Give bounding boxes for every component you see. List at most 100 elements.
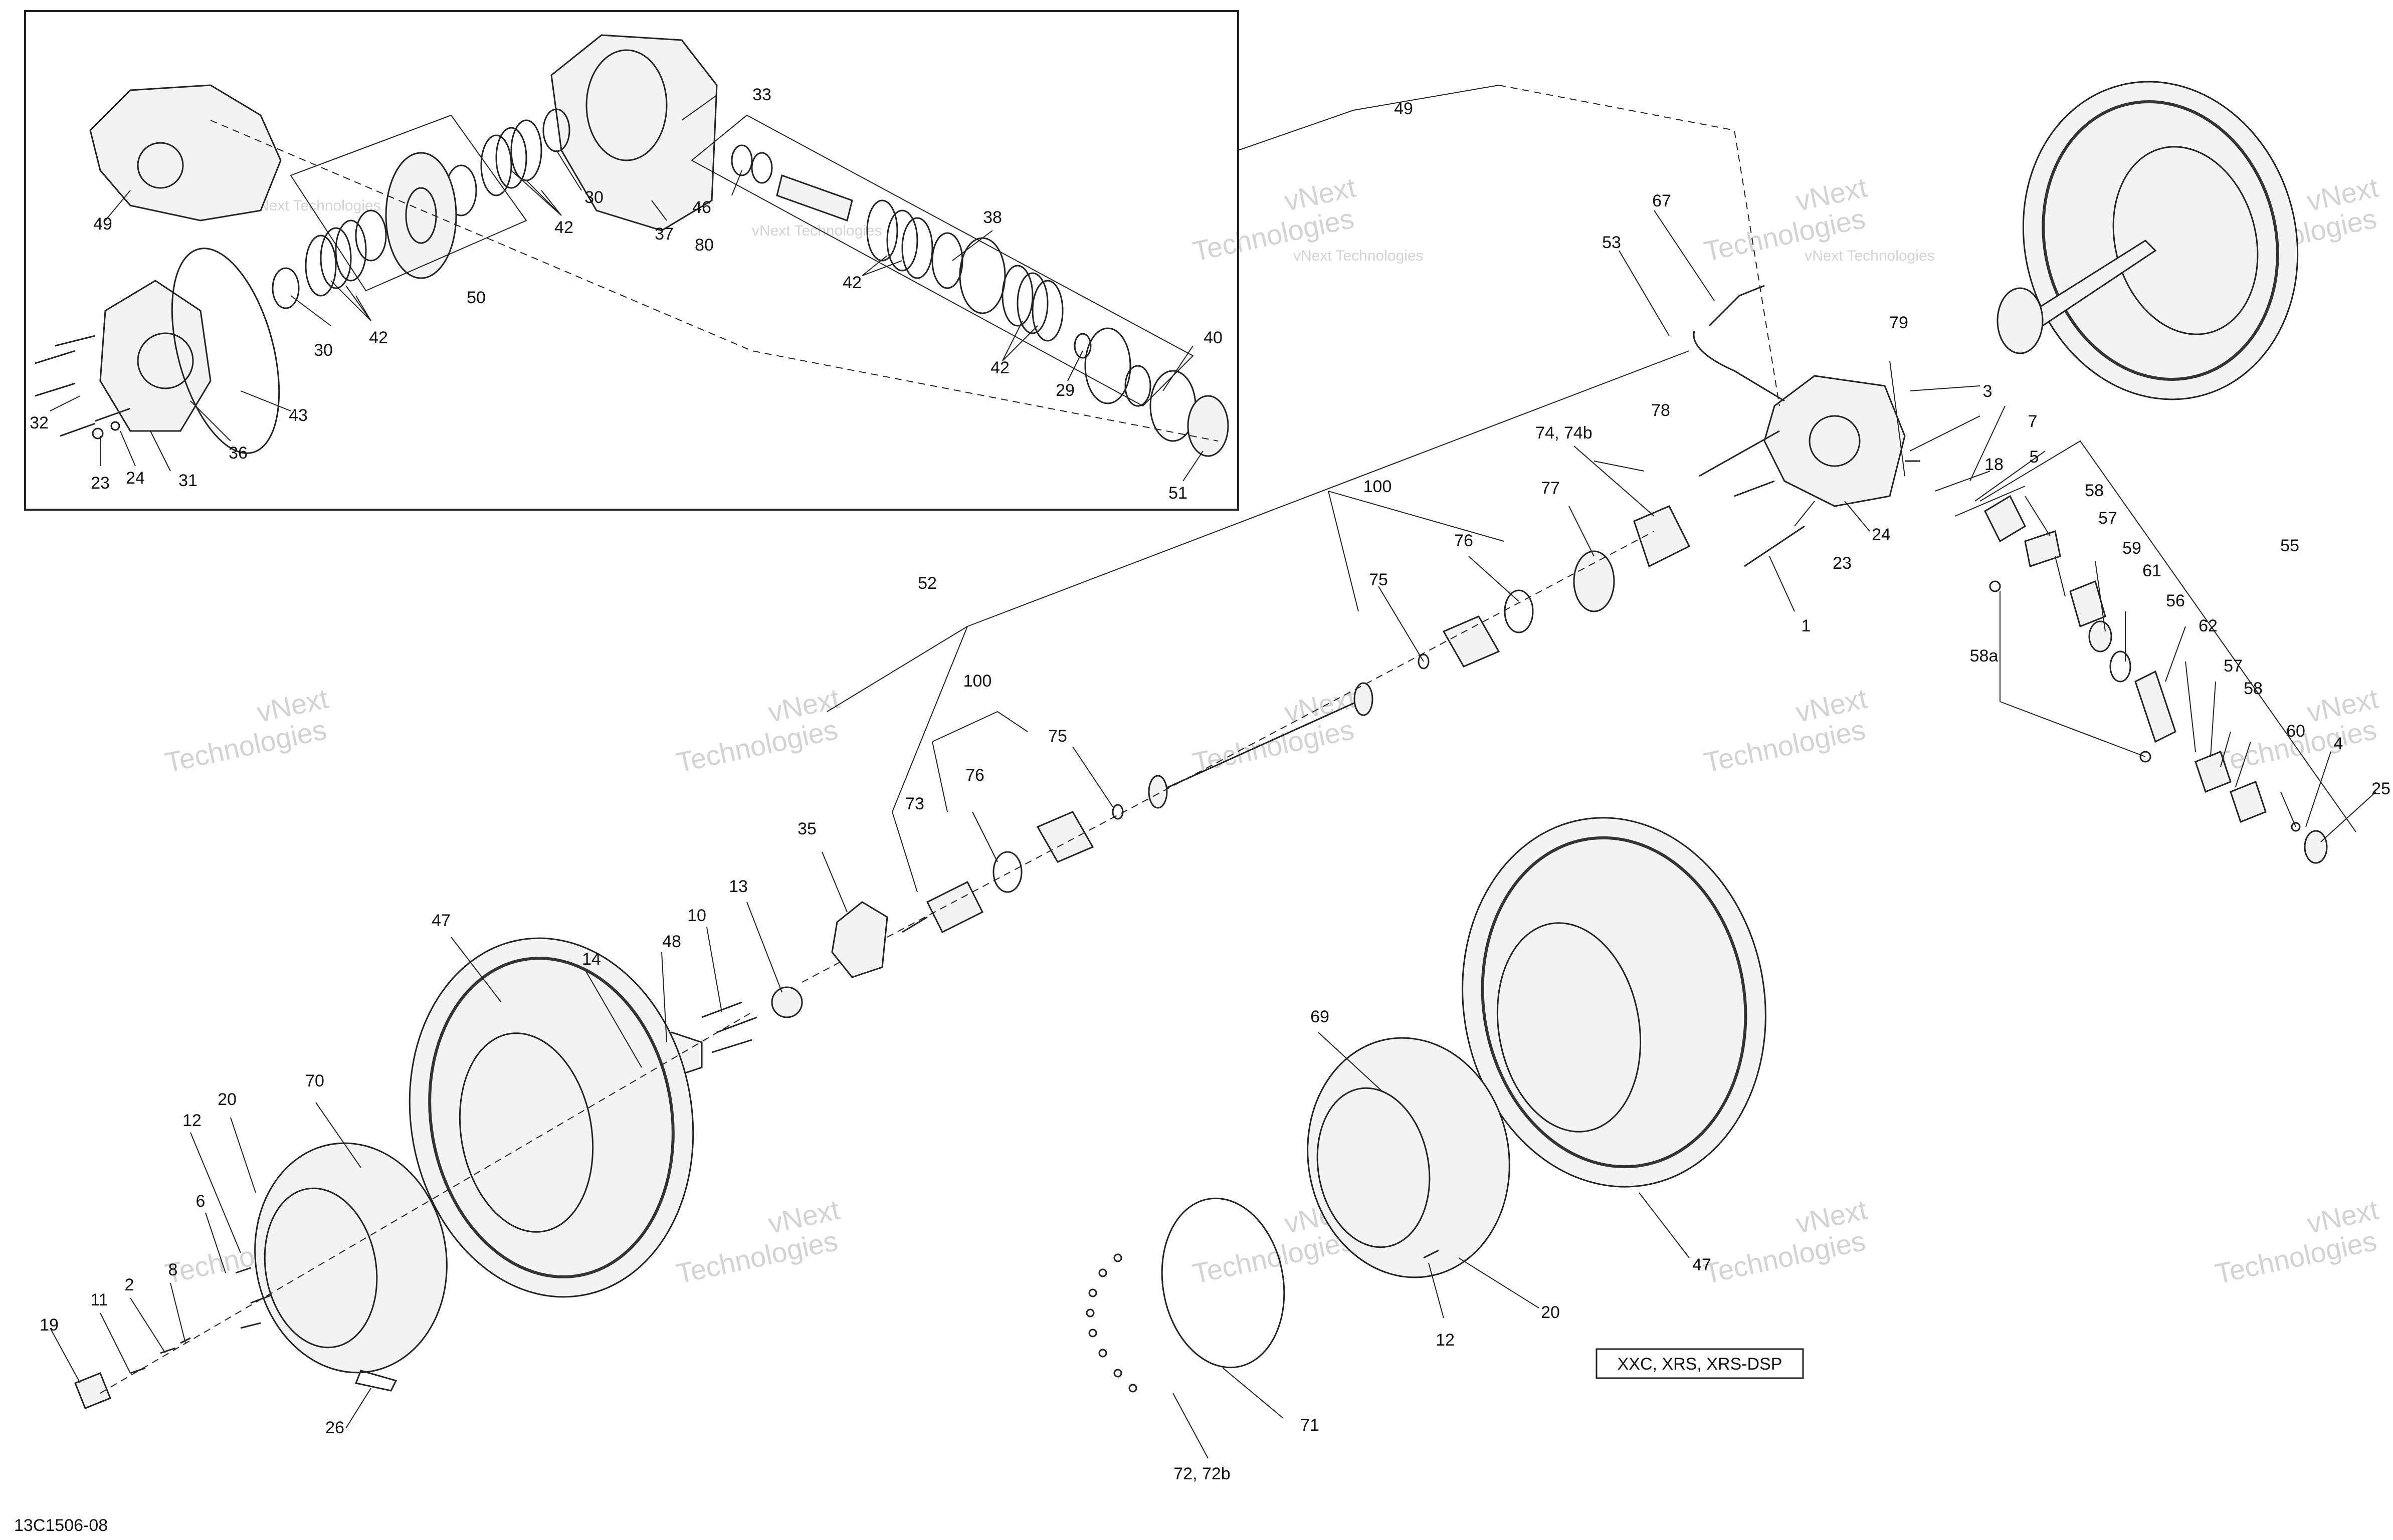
callout: 79 [1889, 313, 1908, 332]
callout: 58a [1970, 646, 1999, 666]
callout: 19 [40, 1315, 59, 1335]
svg-text:Technologies: Technologies [1190, 714, 1357, 779]
housing-49 [89, 84, 282, 222]
callout: 38 [983, 208, 1002, 227]
callout: 75 [1369, 570, 1388, 589]
callout: 73 [905, 794, 924, 813]
callout: 42 [843, 273, 862, 292]
shaft-46 [776, 174, 853, 222]
svg-text:Technologies: Technologies [2213, 1225, 2379, 1290]
front-differential [1693, 285, 1920, 567]
callout: 33 [752, 85, 771, 104]
callout: 76 [965, 766, 984, 785]
leader-lines [50, 85, 2376, 1459]
callout: 26 [325, 1418, 344, 1437]
callout: 42 [990, 358, 1010, 377]
callout: 48 [662, 932, 681, 951]
axle-shaft [1157, 696, 1369, 793]
callout: 5 [2030, 448, 2039, 467]
vent-hose-67 [1693, 285, 1785, 402]
watermark: vNext Technologies [1701, 683, 1870, 779]
watermark-small: vNext Technologies [251, 197, 381, 214]
bearing-left [355, 209, 387, 262]
callout: 29 [1056, 381, 1075, 400]
svg-text:Technologies: Technologies [1190, 1225, 1357, 1290]
hub-cap-19 [74, 1372, 111, 1409]
svg-text:Technologies: Technologies [1701, 714, 1868, 779]
callout: 70 [305, 1071, 324, 1090]
watermark: vNext Technologies [162, 683, 331, 779]
watermark: vNext Technologies [1190, 683, 1359, 779]
callout: 49 [1394, 99, 1413, 118]
callout: 57 [2098, 509, 2117, 528]
callout: 51 [1168, 484, 1187, 503]
callout: 55 [2280, 536, 2299, 555]
callout: 76 [1454, 531, 1473, 550]
callout: 50 [467, 288, 486, 307]
callout: 47 [432, 911, 451, 930]
callout: 46 [692, 198, 711, 217]
figure-code: 13C1506-08 [14, 1516, 108, 1535]
callout: 30 [584, 188, 604, 207]
tire-upper-right [1997, 81, 2299, 400]
callout: 25 [2371, 779, 2390, 798]
callout: 100 [963, 672, 992, 691]
drive-axle [802, 505, 1691, 983]
callout: 23 [91, 474, 110, 493]
watermark: vNext Technologies [674, 1194, 843, 1290]
callout: 61 [2142, 561, 2161, 580]
callout: 20 [1541, 1303, 1560, 1322]
tire-lower-left [74, 937, 752, 1409]
watermark-small: vNext Technologies [1293, 248, 1424, 264]
svg-text:Technologies: Technologies [1701, 1225, 1868, 1290]
rim-69 [1307, 1037, 1510, 1278]
callout: 62 [2199, 616, 2218, 635]
housing-36 [99, 280, 212, 432]
svg-text:Technologies: Technologies [162, 714, 329, 779]
callout: 18 [1984, 455, 2004, 474]
boot-inner [1036, 811, 1094, 863]
bearing-13 [771, 986, 803, 1018]
watermark: vNext Technologies [674, 683, 843, 779]
bolt-78 [1699, 430, 1780, 477]
knuckle-35 [831, 901, 888, 978]
clamp-76b [992, 851, 1023, 893]
callout: 37 [655, 225, 674, 244]
callout: 20 [218, 1090, 237, 1109]
callout: 31 [178, 471, 197, 490]
watermark: vNext Technologies [2213, 1194, 2381, 1290]
callout: 12 [182, 1111, 202, 1130]
callout: 3 [1983, 382, 1992, 401]
beadlock-ring-71 [1161, 1197, 1285, 1369]
callout: 58 [2244, 679, 2263, 698]
callout: 53 [1602, 233, 1621, 252]
callout: 32 [30, 413, 49, 432]
gear-50 [385, 152, 457, 279]
callout: 69 [1310, 1007, 1329, 1026]
callout: 13 [729, 877, 748, 896]
callout: 42 [369, 328, 388, 347]
callout: 10 [687, 906, 706, 925]
callout: 74, 74b [1535, 423, 1592, 443]
callout: 40 [1204, 328, 1223, 347]
bearing-30 [542, 108, 570, 152]
callout: 52 [918, 574, 937, 593]
callout: 7 [2028, 412, 2038, 431]
rim-70 [254, 1142, 448, 1374]
bolts-72 [1086, 1253, 1137, 1393]
callout: 80 [695, 236, 714, 255]
callout: 42 [554, 218, 573, 237]
callout: 2 [125, 1275, 134, 1294]
callout: 11 [90, 1290, 108, 1309]
callout: 58 [2085, 481, 2104, 500]
bearing-30b [272, 267, 300, 309]
callout: 72, 72b [1173, 1464, 1230, 1483]
callouts-inset: 49 33 30 37 46 80 42 38 49 50 42 30 42 3… [30, 85, 1223, 503]
callout: 24 [126, 469, 145, 488]
boot-75 [1442, 615, 1500, 668]
gasket-43 [171, 248, 280, 454]
callout: 100 [1363, 477, 1392, 496]
callout: 57 [2224, 656, 2243, 676]
svg-text:Technologies: Technologies [674, 714, 841, 779]
